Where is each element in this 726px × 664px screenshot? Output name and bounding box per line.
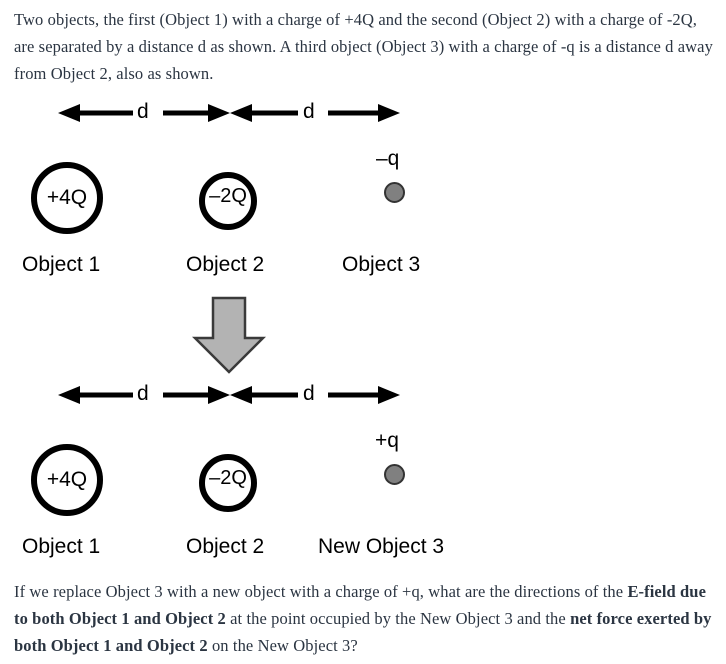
diagram-panel-after: d d +4Q Object 1 –2Q Object 2 +q New Obj… <box>0 378 726 568</box>
distance-arrow-row-bottom: d d <box>0 378 470 410</box>
question-text-part-3: on the New Object 3? <box>207 636 358 655</box>
object-1-caption-bottom: Object 1 <box>22 535 101 558</box>
object-2-charge-circle-top: –2Q <box>199 172 257 230</box>
question-bold-efield: E-field due to both Object 1 and Object … <box>14 582 707 628</box>
object-3-caption-top: Object 3 <box>342 253 421 276</box>
transition-down-arrow-icon <box>192 296 266 374</box>
distance-label-right-top: d <box>303 100 315 123</box>
distance-label-right-bottom: d <box>303 382 315 405</box>
distance-arrows-svg-bottom <box>58 386 400 404</box>
distance-label-left-top: d <box>137 100 149 123</box>
question-paragraph: If we replace Object 3 with a new object… <box>14 578 714 659</box>
question-bold-netforce: net force exerted by both Object 1 and O… <box>14 609 712 655</box>
object-3-point-charge-top <box>384 182 405 203</box>
object-3-charge-label-bottom: +q <box>375 429 399 452</box>
object-3-charge-label-top: –q <box>376 147 400 170</box>
object-2-charge-circle-bottom: –2Q <box>199 454 257 512</box>
object-3-point-charge-bottom <box>384 464 405 485</box>
object-2-caption-top: Object 2 <box>186 253 265 276</box>
diagram-panel-before: d d +4Q Object 1 –2Q Object 2 –q Object … <box>0 96 726 286</box>
object-2-charge-label-top: –2Q <box>209 185 247 207</box>
question-text-part-1: If we replace Object 3 with a new object… <box>14 582 628 601</box>
object-2-charge-label-bottom: –2Q <box>209 467 247 489</box>
intro-paragraph: Two objects, the first (Object 1) with a… <box>14 10 713 83</box>
distance-arrows-svg-top <box>58 104 400 122</box>
object-1-charge-label-bottom: +4Q <box>46 467 88 491</box>
question-text-part-2: at the point occupied by the New Object … <box>225 609 571 628</box>
object-1-charge-label-top: +4Q <box>46 185 88 209</box>
distance-arrow-row-top: d d <box>0 96 470 128</box>
object-2-caption-bottom: Object 2 <box>186 535 265 558</box>
distance-label-left-bottom: d <box>137 382 149 405</box>
object-1-charge-circle-top: +4Q <box>31 162 103 234</box>
object-3-caption-bottom: New Object 3 <box>318 535 445 558</box>
object-1-caption-top: Object 1 <box>22 253 101 276</box>
object-1-charge-circle-bottom: +4Q <box>31 444 103 516</box>
